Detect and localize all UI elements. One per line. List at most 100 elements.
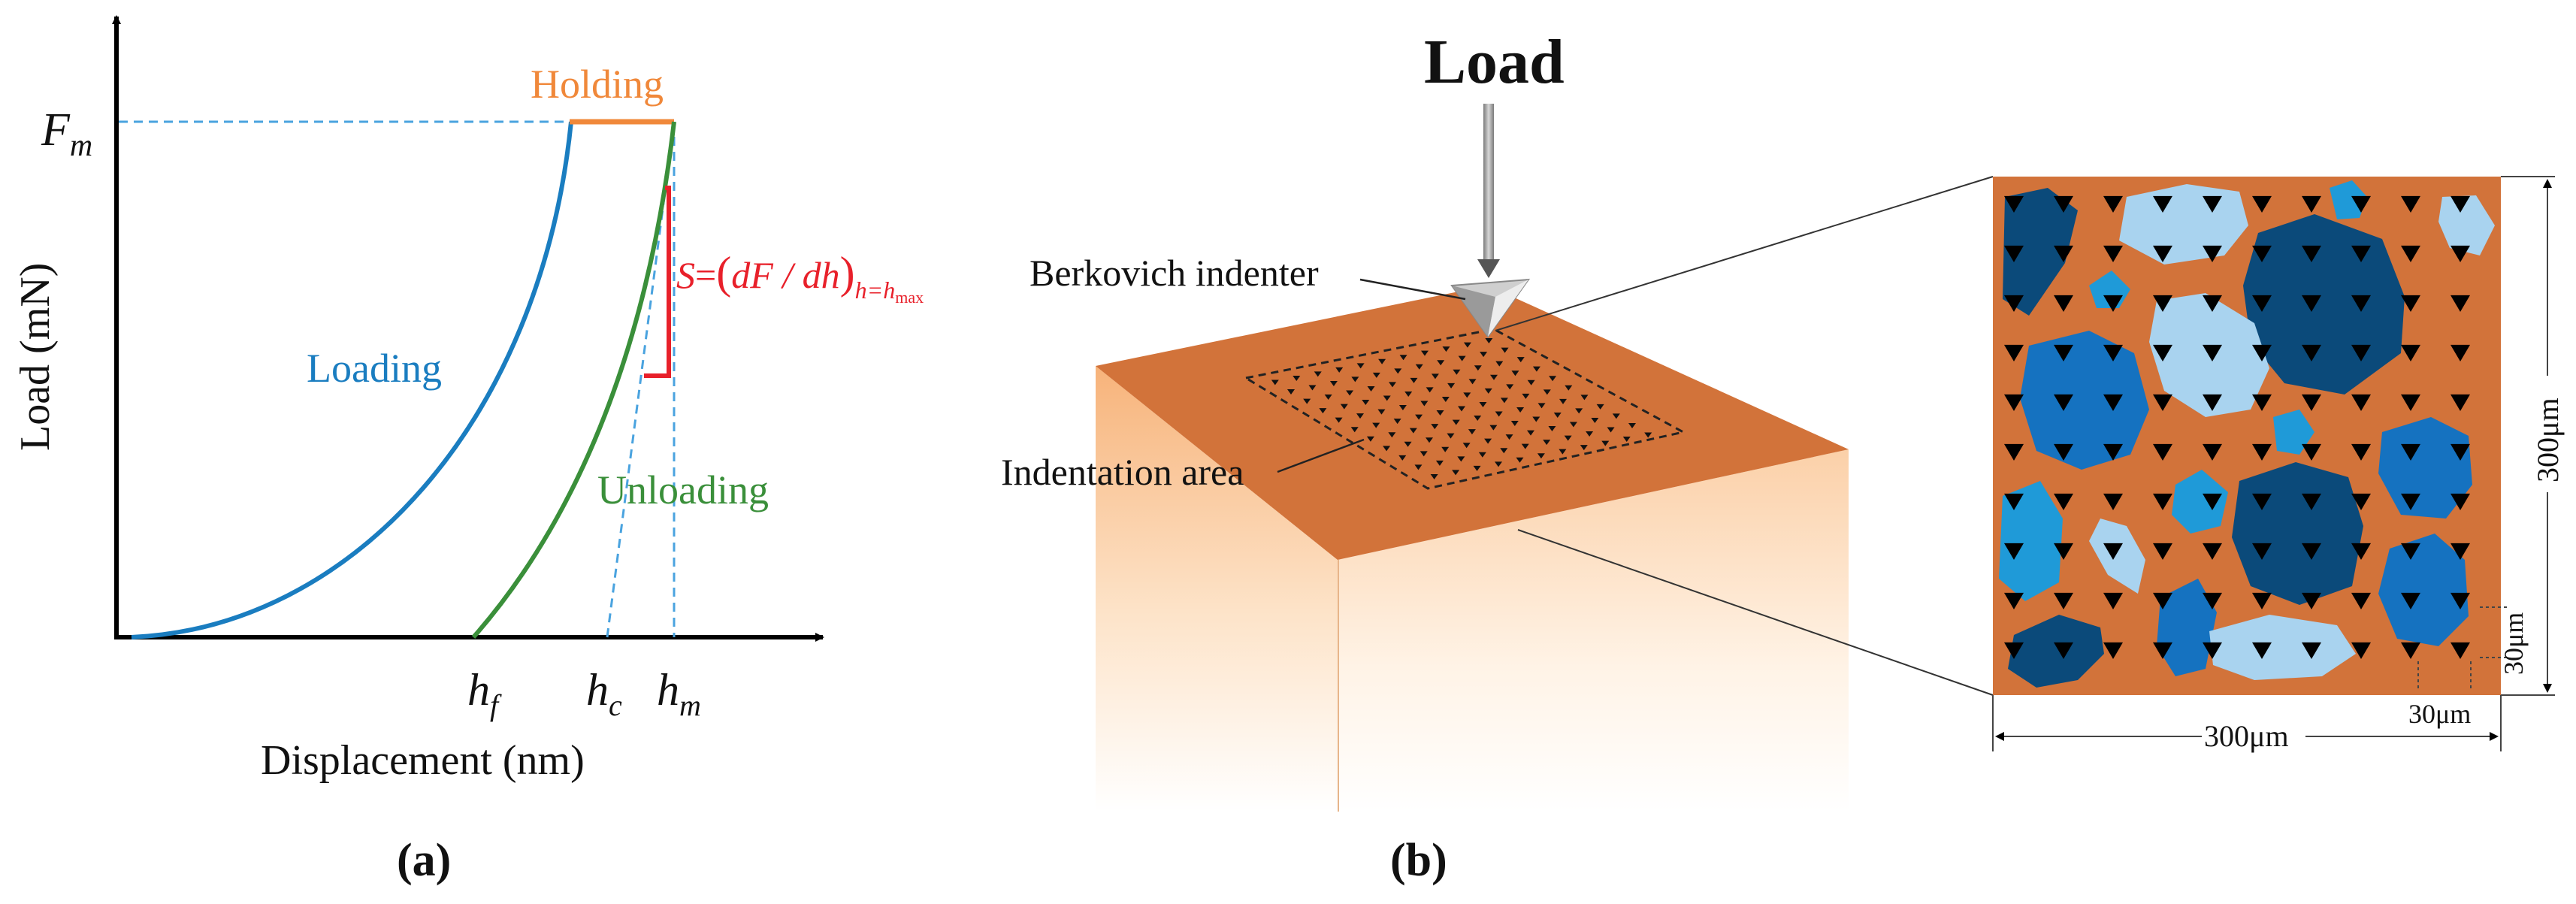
indent-mark <box>2351 443 2371 461</box>
indent-mark <box>1388 432 1396 438</box>
indent-mark <box>1329 380 1338 386</box>
indent-mark <box>1271 379 1279 385</box>
block-right-face <box>1338 449 1849 812</box>
indent-mark <box>2302 394 2321 411</box>
indent-mark <box>1293 375 1301 381</box>
indenter-label: Berkovich indenter <box>1029 252 1319 294</box>
indent-mark <box>2203 592 2222 609</box>
indent-mark <box>1314 371 1322 377</box>
panel-a: Fm Holding Loading Unloading S=(dF / dh)… <box>12 15 924 886</box>
indent-mark <box>1495 361 1504 367</box>
indent-mark <box>1516 457 1524 463</box>
indent-mark <box>2153 443 2172 461</box>
indent-mark <box>1378 358 1386 364</box>
grain <box>2330 180 2367 219</box>
grain <box>2378 534 2469 646</box>
block-top-face <box>1096 286 1849 560</box>
loading-curve <box>131 121 573 639</box>
indent-mark <box>1447 382 1456 389</box>
indent-mark <box>1426 387 1434 393</box>
indent-mark <box>1453 369 1461 375</box>
stiffness-formula: S=(dF / dh)h=hmax <box>676 248 924 307</box>
indent-mark <box>1473 465 1481 471</box>
indent-mark <box>1415 414 1423 420</box>
indent-mark <box>1398 455 1407 461</box>
indent-mark <box>2203 443 2222 461</box>
grain <box>2089 519 2145 594</box>
indent-mark <box>2401 195 2420 213</box>
indent-mark <box>1393 419 1401 425</box>
holding-label: Holding <box>531 62 664 107</box>
indent-mark <box>1421 350 1429 356</box>
indent-mark <box>2004 394 2024 411</box>
indent-mark <box>2401 394 2420 411</box>
grain <box>2157 579 2217 676</box>
grain <box>2003 188 2078 316</box>
indent-mark <box>1484 438 1492 444</box>
indent-mark <box>1501 347 1509 353</box>
indent-mark <box>1596 404 1604 410</box>
indent-mark <box>1430 473 1438 479</box>
indent-mark <box>1495 461 1502 467</box>
indent-mark <box>2004 543 2024 560</box>
load-label: Load <box>1424 27 1565 97</box>
indent-mark <box>1340 404 1348 410</box>
indent-mark <box>1452 470 1460 476</box>
indent-mark <box>2351 642 2371 659</box>
indent-mark <box>1457 456 1465 462</box>
indent-mark <box>2103 592 2123 609</box>
indent-mark <box>2401 493 2420 510</box>
indent-mark <box>1500 448 1508 454</box>
indent-mark <box>1335 367 1344 373</box>
indent-mark <box>1537 453 1545 459</box>
hc-label: hc <box>586 665 622 722</box>
indent-mark <box>2252 394 2272 411</box>
indent-mark <box>1527 430 1534 436</box>
indent-mark <box>2203 642 2222 659</box>
caption-b: (b) <box>1390 835 1447 886</box>
indent-mark <box>2451 543 2470 560</box>
indent-mark <box>2153 592 2172 609</box>
indent-mark <box>2451 443 2470 461</box>
indent-mark <box>1543 389 1551 395</box>
indent-mark <box>2351 493 2371 510</box>
indent-mark <box>2252 493 2272 510</box>
indent-mark <box>2302 195 2321 213</box>
indent-mark <box>2302 642 2321 659</box>
indent-mark <box>2302 245 2321 262</box>
indent-mark <box>1458 406 1465 412</box>
indent-mark <box>1521 443 1529 449</box>
indent-mark <box>2401 592 2420 609</box>
indent-mark <box>2252 195 2272 213</box>
indent-mark <box>1644 432 1652 438</box>
indent-mark <box>1580 395 1589 401</box>
indent-mark <box>2252 295 2272 312</box>
indent-mark <box>1628 422 1636 428</box>
indent-mark <box>2103 344 2123 361</box>
indent-mark <box>1404 441 1412 447</box>
indent-mark <box>2054 295 2073 312</box>
indent-mark <box>2451 344 2470 361</box>
grain <box>2008 615 2104 688</box>
indent-mark <box>2252 592 2272 609</box>
indent-mark <box>1479 401 1487 407</box>
grain <box>1999 481 2063 601</box>
indent-mark <box>1308 385 1317 391</box>
indent-mark <box>2153 344 2172 361</box>
indent-mark <box>2203 295 2222 312</box>
y-axis-label: Load (mN) <box>12 263 59 451</box>
indent-mark <box>2103 394 2123 411</box>
indent-mark <box>2252 543 2272 560</box>
indent-mark <box>2351 592 2371 609</box>
indent-mark <box>2153 493 2172 510</box>
indent-mark <box>2004 245 2024 262</box>
indent-mark <box>1458 355 1466 361</box>
indent-mark <box>2203 344 2222 361</box>
indent-mark <box>1452 419 1460 425</box>
indent-mark <box>1431 373 1439 379</box>
indent-mark <box>2004 344 2024 361</box>
unloading-label: Unloading <box>597 467 769 512</box>
indent-mark <box>2401 543 2420 560</box>
indent-mark <box>2302 543 2321 560</box>
indent-mark <box>2054 642 2073 659</box>
